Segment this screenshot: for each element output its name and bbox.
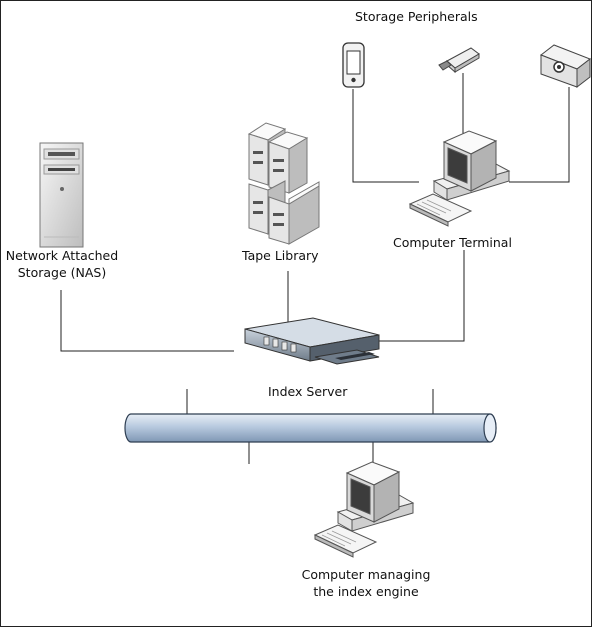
projector-icon: [539, 44, 591, 89]
nas-tower-icon: [39, 142, 84, 248]
link-nas-server: [60, 290, 234, 352]
index-server-icon: [244, 317, 380, 365]
storage-peripherals-label: Storage Peripherals: [355, 9, 478, 24]
tape-library-icon: [247, 122, 320, 245]
nas-label-line1: Network Attached: [5, 248, 119, 263]
link-projector-terminal: [509, 87, 570, 183]
network-bus-icon: [124, 413, 497, 443]
index-computer-label: Computer managing the index engine: [291, 566, 441, 600]
mobile-device-icon: [342, 42, 365, 88]
index-computer-label-line2: the index engine: [313, 584, 419, 599]
link-terminal-server: [379, 250, 465, 342]
computer-terminal-icon: [408, 130, 511, 227]
connection-lines: [60, 73, 570, 465]
tape-library-label: Tape Library: [242, 248, 319, 263]
nas-label-line2: Storage (NAS): [17, 265, 107, 280]
nas-label: Network Attached Storage (NAS): [4, 247, 120, 281]
usb-drive-icon: [438, 47, 480, 74]
index-computer-icon: [313, 461, 415, 558]
computer-terminal-label: Computer Terminal: [393, 235, 512, 250]
index-computer-label-line1: Computer managing: [301, 567, 431, 582]
index-server-label: Index Server: [268, 384, 348, 399]
link-mobile-terminal: [352, 89, 419, 183]
